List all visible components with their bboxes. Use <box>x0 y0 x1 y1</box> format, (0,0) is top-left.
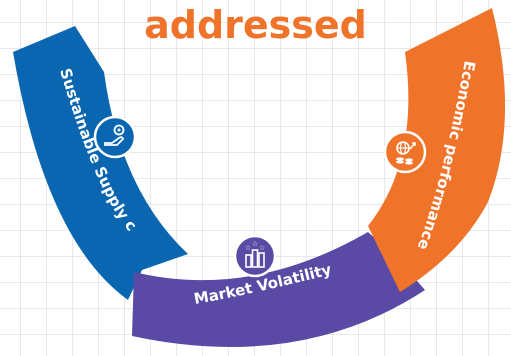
svg-text:☆: ☆ <box>252 240 258 248</box>
segment-shape-econ <box>368 8 506 292</box>
page-title: addressed <box>144 3 367 47</box>
globe-coins-growth-icon <box>383 130 427 174</box>
segment-shape-supply <box>13 26 188 300</box>
bar-chart-stars-icon: ☆ ☆ ☆ <box>233 234 277 278</box>
hand-gear-icon <box>93 115 137 159</box>
svg-text:☆: ☆ <box>245 244 251 252</box>
segment-economic-performance: Economic performance <box>368 8 506 292</box>
segment-shape-market <box>132 232 425 347</box>
svg-text:☆: ☆ <box>259 244 265 252</box>
segment-sustainable-supply-chain: Sustainable Supply chain <box>0 0 188 300</box>
segment-market-volatility: Market Volatility ☆ ☆ ☆ <box>132 232 425 347</box>
